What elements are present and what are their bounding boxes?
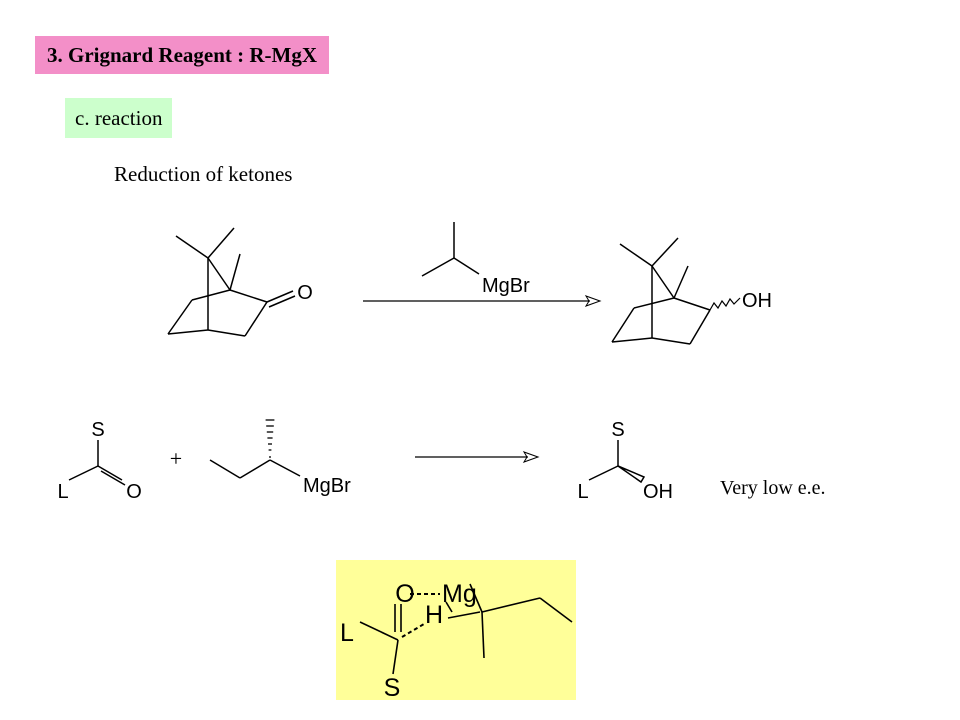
reagent2-mgbr-label: MgBr [303,475,351,497]
transition-state-structure [359,583,573,675]
ts-magnesium-label: Mg [442,580,477,608]
ketone-oxygen-label: O [297,282,313,304]
borneol-product-structure [611,237,741,345]
product2-structure [588,440,646,484]
ketone2-structure [68,440,126,486]
ketone2-l-label: L [57,481,68,503]
product1-oh-label: OH [742,290,772,312]
subtitle-badge: c. reaction [65,98,173,138]
ts-hydrogen-label: H [425,601,443,629]
product2-l-label: L [577,481,588,503]
product2-s-label: S [611,419,624,441]
isopropyl-grignard-structure [421,222,480,277]
section-label: Reduction of ketones [114,162,293,186]
chiral-grignard-structure [209,419,301,479]
slide-title: 3. Grignard Reagent : R-MgX [35,36,330,74]
ts-small-group-label: S [384,674,401,702]
reaction-arrow-2 [415,451,540,463]
plus-sign: + [170,446,182,471]
ketone2-s-label: S [91,419,104,441]
reagent1-mgbr-label: MgBr [482,275,530,297]
ts-large-group-label: L [340,619,354,647]
camphor-ketone-structure [167,227,296,337]
ee-note: Very low e.e. [720,477,826,499]
ketone2-o-label: O [126,481,142,503]
ts-oxygen-label: O [395,580,414,608]
product2-oh-label: OH [643,481,673,503]
reaction-arrow-1 [363,295,602,307]
